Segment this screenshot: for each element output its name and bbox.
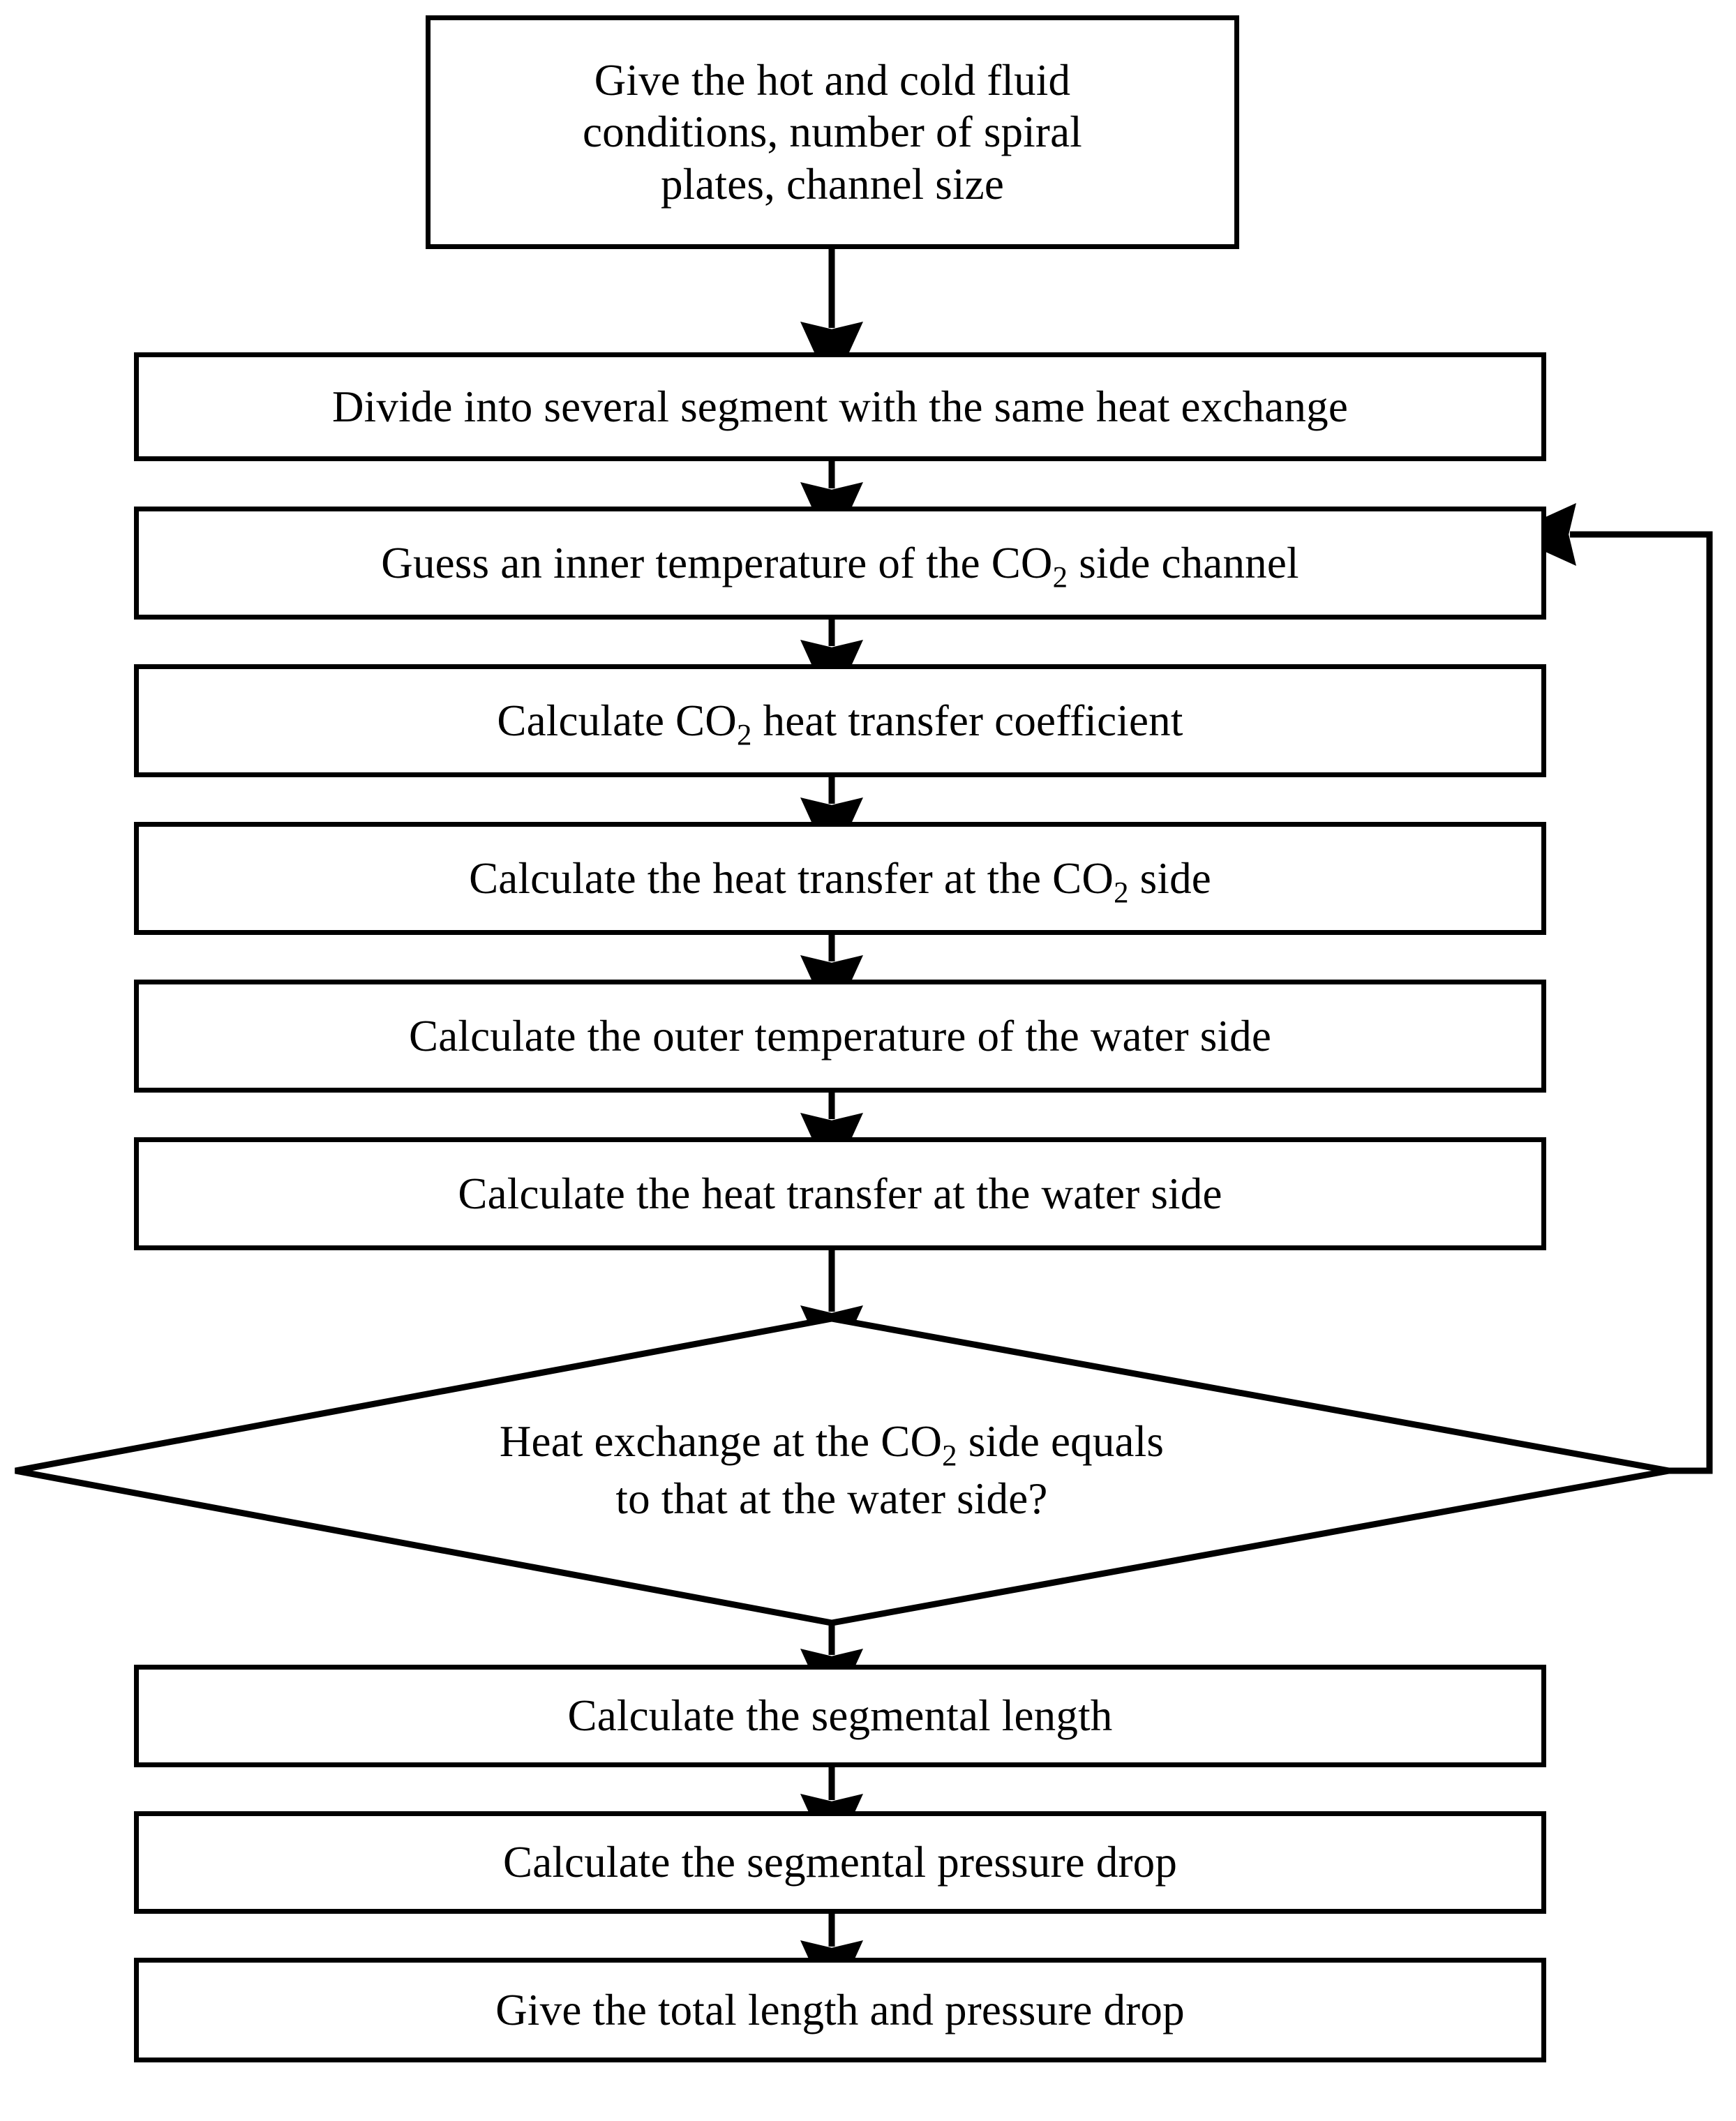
node-guess-label: Guess an inner temperature of the CO2 si… — [371, 537, 1309, 593]
node-divide[interactable]: Divide into several segment with the sam… — [134, 352, 1546, 461]
node-co2-htc[interactable]: Calculate CO2 heat transfer coefficient — [134, 664, 1546, 777]
node-guess-label-suffix: side channel — [1068, 538, 1299, 587]
node-guess[interactable]: Guess an inner temperature of the CO2 si… — [134, 507, 1546, 620]
node-co2-htc-label: Calculate CO2 heat transfer coefficient — [487, 695, 1192, 751]
node-water-temp[interactable]: Calculate the outer temperature of the w… — [134, 980, 1546, 1093]
node-water-temp-label: Calculate the outer temperature of the w… — [409, 1011, 1271, 1060]
node-co2-htc-label-subscript: 2 — [736, 719, 752, 752]
node-water-heat-label: Calculate the heat transfer at the water… — [458, 1169, 1222, 1218]
node-end-label: Give the total length and pressure drop — [495, 1985, 1185, 2034]
node-co2-heat-label: Calculate the heat transfer at the CO2 s… — [459, 853, 1221, 908]
node-seg-length[interactable]: Calculate the segmental length — [134, 1665, 1546, 1767]
node-start[interactable]: Give the hot and cold fluid conditions, … — [426, 15, 1239, 249]
node-co2-heat-label-prefix: Calculate the heat transfer at the CO — [469, 853, 1114, 903]
node-start-label: Give the hot and cold fluid conditions, … — [583, 56, 1082, 209]
decision-diamond-shape — [15, 1315, 1670, 1626]
node-end[interactable]: Give the total length and pressure drop — [134, 1958, 1546, 2062]
node-seg-length-label: Calculate the segmental length — [567, 1691, 1113, 1741]
node-seg-pressure[interactable]: Calculate the segmental pressure drop — [134, 1811, 1546, 1914]
node-water-heat[interactable]: Calculate the heat transfer at the water… — [134, 1137, 1546, 1250]
node-co2-htc-label-prefix: Calculate CO — [497, 696, 737, 745]
node-co2-heat-label-suffix: side — [1128, 853, 1211, 903]
node-guess-label-subscript: 2 — [1052, 561, 1068, 594]
node-seg-pressure-label: Calculate the segmental pressure drop — [502, 1838, 1178, 1887]
node-co2-heat-label-subscript: 2 — [1114, 876, 1129, 910]
node-guess-label-prefix: Guess an inner temperature of the CO — [381, 538, 1053, 587]
node-co2-heat[interactable]: Calculate the heat transfer at the CO2 s… — [134, 822, 1546, 935]
node-co2-htc-label-suffix: heat transfer coefficient — [751, 696, 1183, 745]
node-divide-label: Divide into several segment with the sam… — [331, 382, 1348, 431]
edge-decision-feedback-to-guess — [1507, 503, 1713, 1474]
